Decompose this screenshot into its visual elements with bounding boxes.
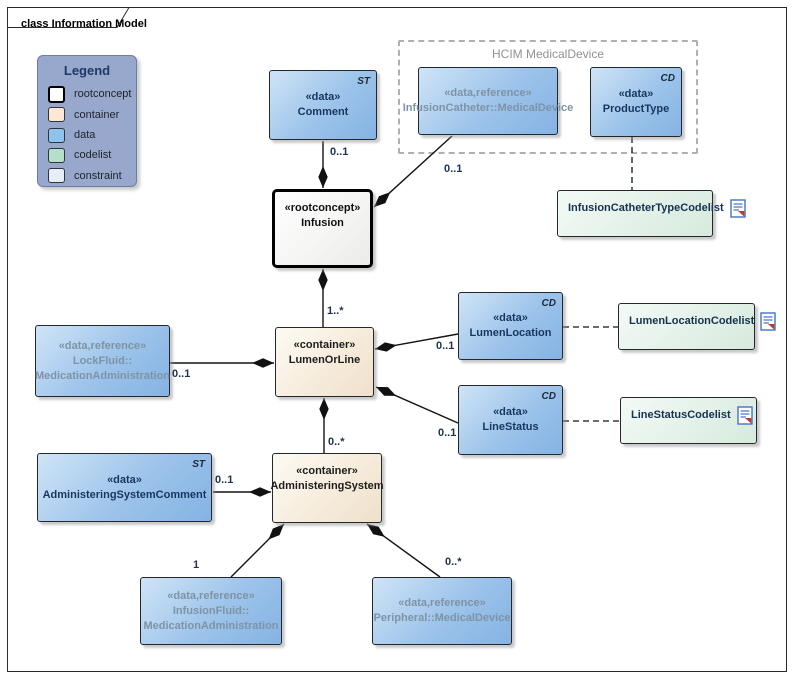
node-name-line2: MedicationAdministration — [34, 369, 171, 382]
data-swatch — [48, 127, 65, 143]
stereotype-label: «data» — [493, 406, 528, 418]
document-icon — [736, 406, 753, 425]
legend-item-label: codelist — [74, 149, 112, 162]
hcim-medicaldevice-boundary[interactable]: HCIM MedicalDevice — [398, 40, 698, 154]
stereotype-label: «data,reference» — [58, 339, 147, 352]
multiplicity-label: 0..* — [328, 436, 345, 448]
node-lumenlocationcodelist[interactable]: LumenLocationCodelist — [618, 303, 776, 350]
document-icon — [760, 312, 776, 331]
node-lumenorline[interactable]: «container» LumenOrLine — [275, 327, 374, 397]
node-infusioncatheter-medicaldevice[interactable]: «data,reference» InfusionCatheter::Medic… — [403, 67, 573, 135]
constraint-swatch — [48, 168, 65, 184]
multiplicity-label: 0..1 — [436, 340, 455, 352]
container-swatch — [48, 107, 65, 123]
stereotype-label: «data» — [618, 88, 654, 100]
node-name-line1: InfusionFluid:: — [172, 604, 250, 617]
node-name: AdministeringSystem — [270, 480, 384, 492]
type-tag: ST — [357, 76, 370, 87]
node-name: LumenLocationCodelist — [629, 315, 755, 327]
legend-item-data: data — [38, 125, 136, 145]
stereotype-label: «data» — [305, 91, 341, 103]
node-name-line2: MedicationAdministration — [143, 619, 279, 632]
legend-item-container: container — [38, 104, 136, 124]
multiplicity-label: 0..1 — [438, 427, 457, 439]
node-infusioncathetertypecodelist[interactable]: InfusionCatheterTypeCodelist — [557, 190, 746, 237]
legend-item-label: rootconcept — [74, 88, 132, 101]
stereotype-label: «data» — [107, 473, 142, 486]
diagram-frame — [7, 7, 787, 672]
node-name-line1: LockFluid:: — [72, 354, 133, 367]
legend-item-rootconcept: rootconcept — [38, 84, 136, 104]
legend-item-codelist: codelist — [38, 145, 136, 165]
node-infusion-rootconcept[interactable]: «rootconcept» Infusion — [272, 189, 373, 268]
edge-administeringsystem-infusionfluid — [230, 523, 285, 578]
legend-item-label: container — [74, 108, 120, 121]
node-name: Peripheral::MedicalDevice — [373, 612, 511, 624]
node-lockfluid-medicationadministration[interactable]: «data,reference» LockFluid:: MedicationA… — [35, 325, 170, 397]
node-name: AdministeringSystemComment — [42, 488, 207, 501]
legend-item-constraint: constraint — [38, 166, 136, 186]
legend-panel: Legend rootconcept container data codeli… — [37, 55, 137, 187]
node-name: ProductType — [602, 103, 670, 115]
rootconcept-swatch — [48, 85, 65, 103]
stereotype-label: «container» — [296, 465, 358, 477]
type-tag: CD — [541, 298, 556, 309]
stereotype-label: «data,reference» — [167, 589, 255, 602]
multiplicity-label: 0..1 — [172, 368, 191, 380]
codelist-swatch — [48, 147, 65, 163]
type-tag: CD — [541, 391, 556, 402]
legend-item-label: data — [74, 129, 96, 142]
node-producttype[interactable]: CD «data» ProductType — [590, 67, 682, 137]
node-comment[interactable]: ST «data» Comment — [269, 70, 377, 140]
stereotype-label: «data,reference» — [398, 597, 486, 609]
boundary-label: HCIM MedicalDevice — [491, 47, 605, 61]
multiplicity-label: 1 — [193, 559, 200, 571]
node-lumenlocation[interactable]: CD «data» LumenLocation — [458, 292, 563, 360]
stereotype-label: «data» — [493, 312, 528, 324]
edge-lumenorline-linestatus — [375, 386, 459, 424]
node-name: Comment — [297, 106, 349, 118]
edge-lumenorline-lumenlocation — [374, 333, 459, 352]
node-name: LumenOrLine — [288, 354, 361, 366]
node-linestatuscodelist[interactable]: LineStatusCodelist — [620, 397, 757, 444]
node-name: LumenLocation — [469, 327, 552, 339]
stereotype-label: «data,reference» — [444, 87, 532, 99]
multiplicity-label: 0..1 — [330, 146, 349, 158]
node-infusionfluid-medicationadministration[interactable]: «data,reference» InfusionFluid:: Medicat… — [140, 577, 282, 645]
multiplicity-label: 1..* — [327, 305, 344, 317]
legend-title: Legend — [63, 63, 111, 78]
edge-administeringsystem-peripheral — [366, 523, 441, 578]
document-icon — [729, 199, 746, 218]
multiplicity-label: 0..1 — [215, 474, 234, 486]
legend-item-label: constraint — [74, 169, 122, 182]
node-name: InfusionCatheterTypeCodelist — [568, 202, 724, 214]
edge-infusion-infusioncatheter — [373, 135, 453, 208]
node-name: LineStatusCodelist — [631, 409, 731, 421]
frame-tab-shape — [7, 7, 130, 28]
type-tag: CD — [660, 73, 675, 84]
frame-title: class Information Model — [21, 18, 147, 30]
node-administeringsystemcomment[interactable]: ST «data» AdministeringSystemComment — [37, 453, 212, 522]
multiplicity-label: 0..* — [445, 556, 462, 568]
node-name: Infusion — [301, 217, 344, 229]
node-peripheral-medicaldevice[interactable]: «data,reference» Peripheral::MedicalDevi… — [372, 577, 512, 645]
node-linestatus[interactable]: CD «data» LineStatus — [458, 385, 563, 455]
diagram-frame-tab: class Information Model — [7, 7, 147, 30]
node-name: InfusionCatheter::MedicalDevice — [402, 102, 574, 114]
node-administeringsystem[interactable]: «container» AdministeringSystem — [270, 453, 384, 523]
multiplicity-label: 0..1 — [444, 163, 463, 175]
node-name: LineStatus — [482, 421, 539, 433]
type-tag: ST — [192, 459, 205, 470]
stereotype-label: «rootconcept» — [284, 202, 361, 214]
stereotype-label: «container» — [293, 339, 356, 351]
